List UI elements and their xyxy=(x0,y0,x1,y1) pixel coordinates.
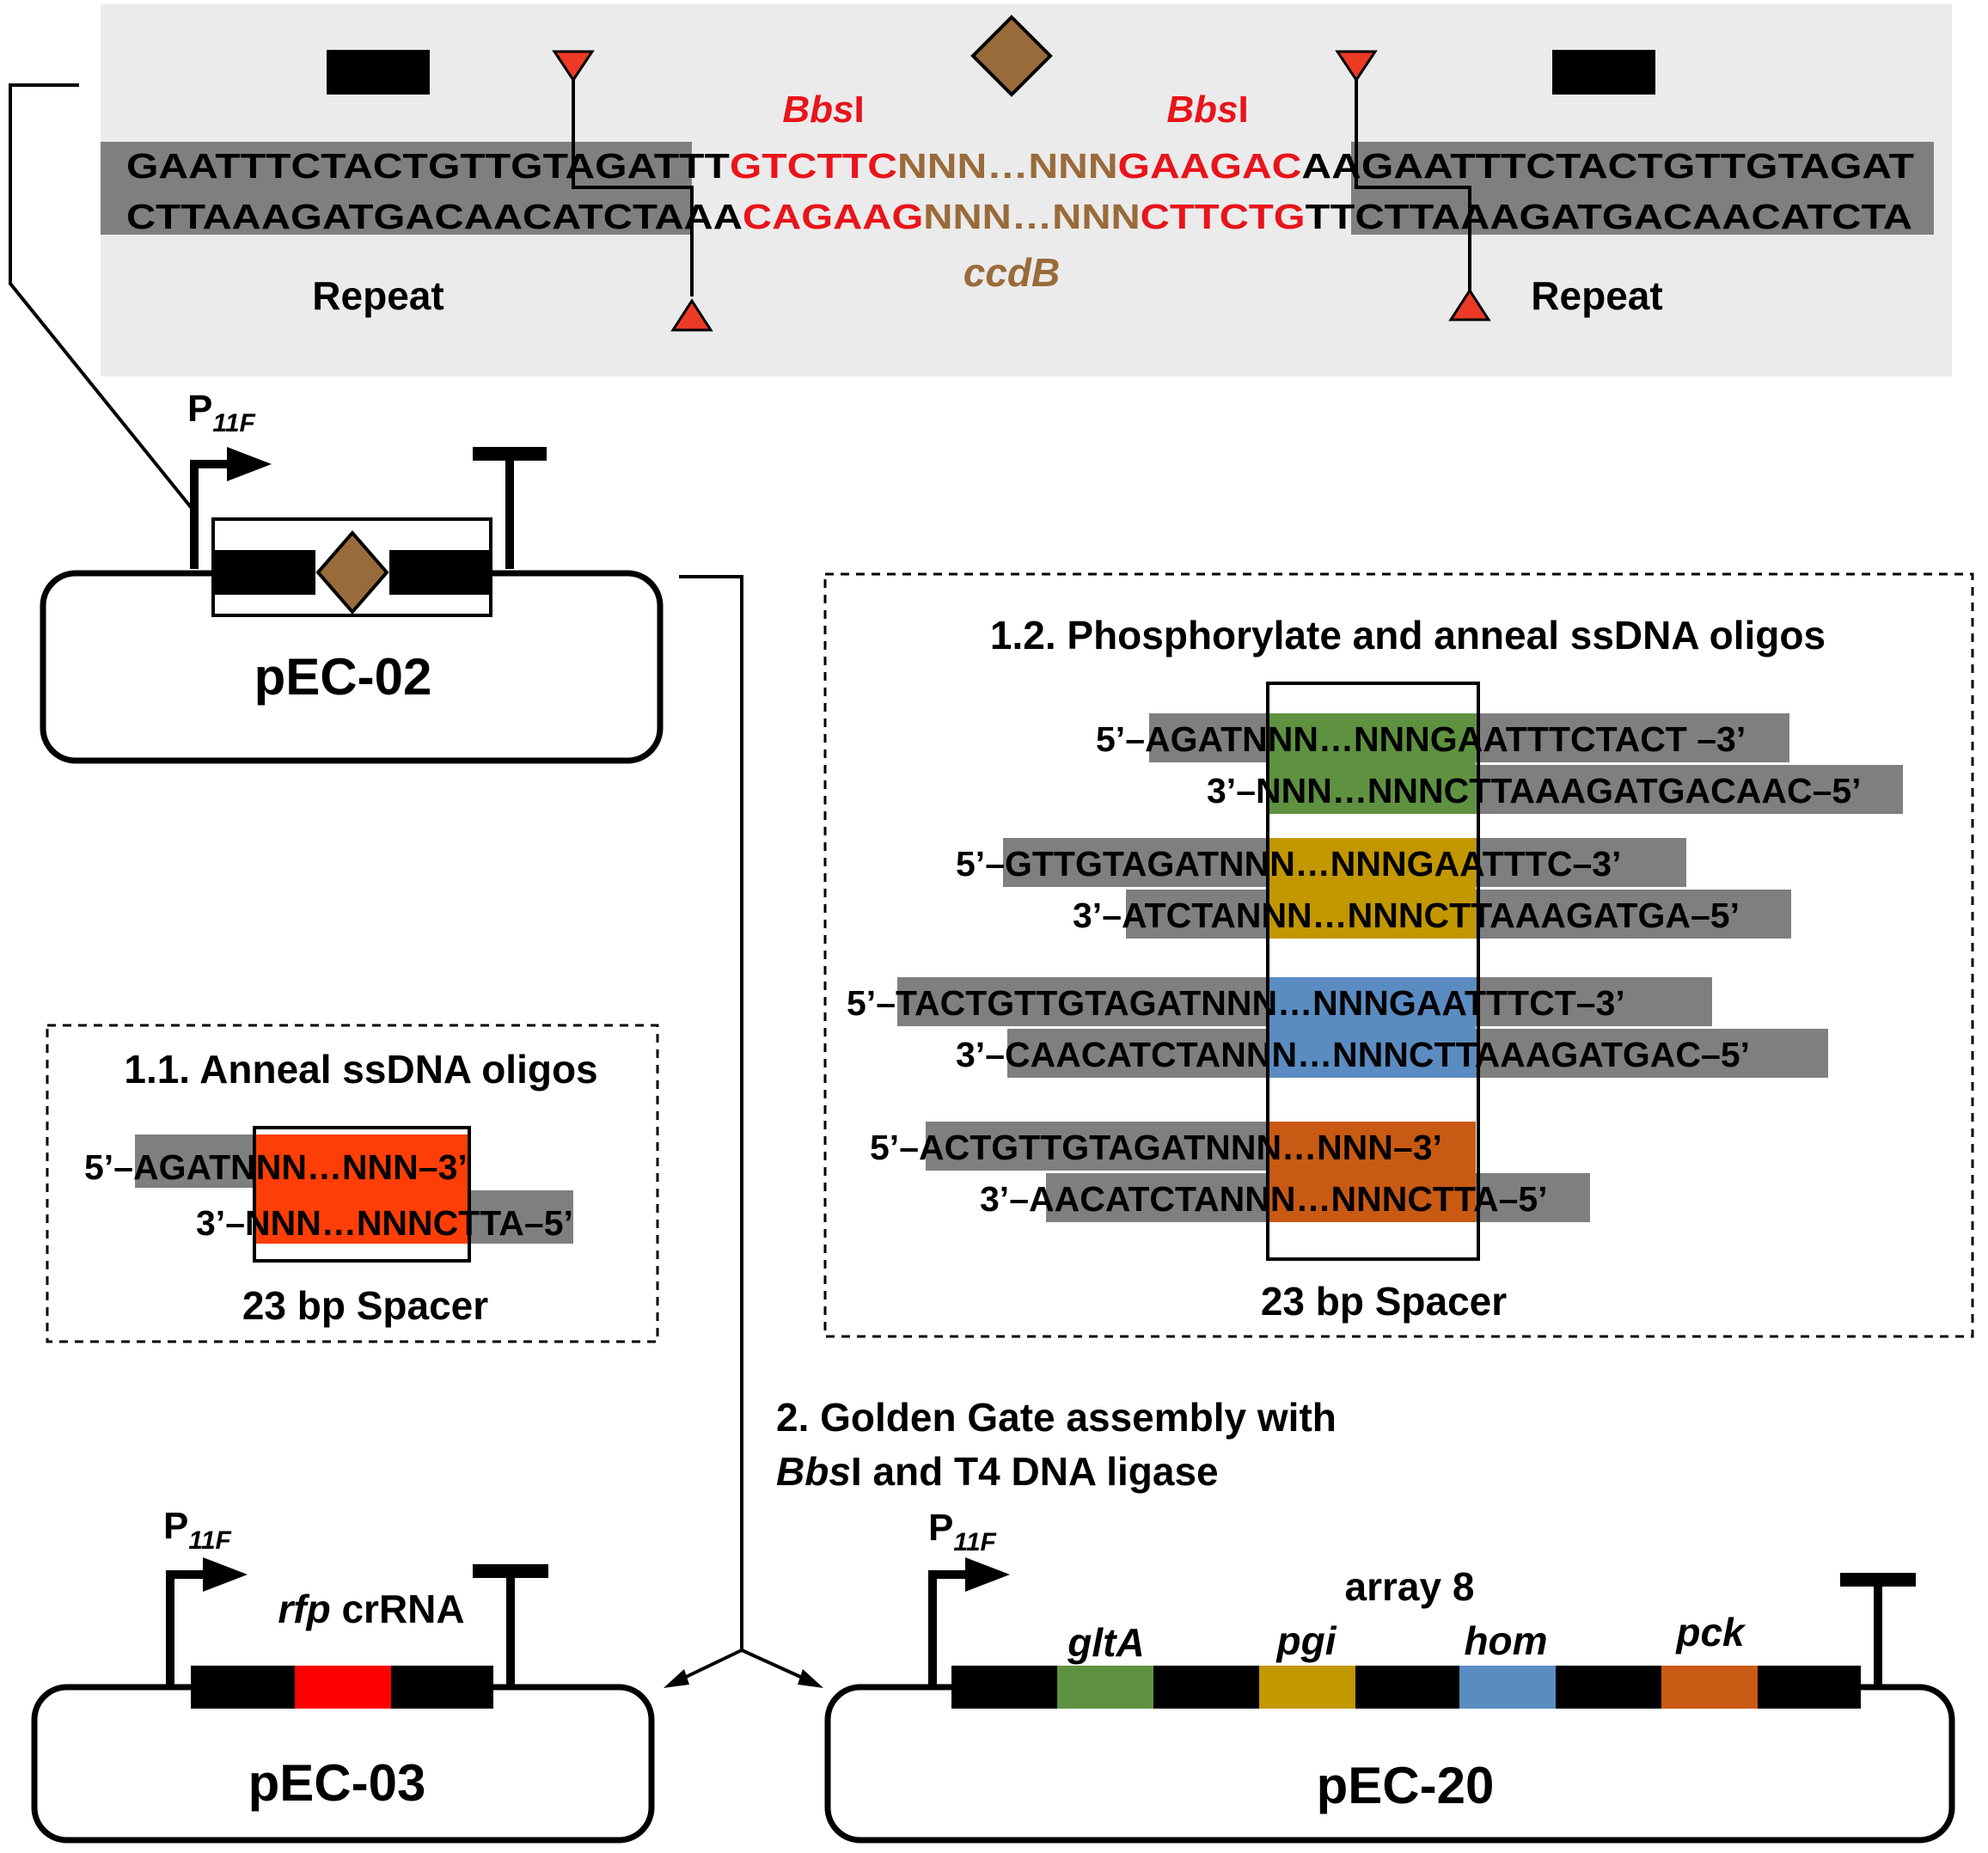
oligo-highlight xyxy=(1476,890,1791,939)
oligo-highlight xyxy=(1046,1173,1269,1222)
oligo-highlight xyxy=(1476,838,1686,887)
promoter-label: P11F xyxy=(163,1505,232,1555)
pair-2-top: 5’–GTTGTAGATNNN…NNNGAATTTC–3’ xyxy=(956,844,1621,884)
step-2-line-2: BbsI and T4 DNA ligase xyxy=(776,1449,1219,1494)
promoter-arrowhead-icon xyxy=(965,1557,1010,1592)
terminator-bar xyxy=(473,447,547,461)
promoter-label: P11F xyxy=(928,1507,997,1556)
arrowhead-icon xyxy=(664,1669,689,1688)
oligo-highlight xyxy=(468,1190,573,1244)
promoter-arrow-icon xyxy=(190,460,230,569)
dashed-frame xyxy=(46,1024,659,1343)
pair-1-bottom: 3’–NNN…NNNCTTAAAGATGACAAC–5’ xyxy=(1207,771,1862,810)
oligo-highlight xyxy=(135,1134,255,1188)
gene-label-pgi: pgi xyxy=(1275,1618,1337,1663)
pair-4-bottom: 3’–AACATCTANNN…NNNCTTA–5’ xyxy=(980,1179,1548,1219)
spacer-pck-fill xyxy=(1269,1122,1476,1222)
ccdb-diamond-icon xyxy=(315,529,389,615)
cut-triangle-icon xyxy=(670,298,713,332)
cut-triangle-icon xyxy=(552,50,595,83)
bbsi-label-left: BbsI xyxy=(782,89,864,131)
oligo-highlight xyxy=(1007,1029,1269,1078)
pair-3-bottom: 3’–CAACATCTANNN…NNNCTTAAAGATGAC–5’ xyxy=(956,1035,1750,1074)
gltA-spacer xyxy=(1057,1666,1153,1709)
cut-triangle-icon xyxy=(1335,50,1378,83)
plasmid-pec-02: P11F pEC-02 xyxy=(40,388,664,764)
rfp-spacer xyxy=(295,1666,391,1709)
oligo-highlight xyxy=(1476,713,1789,762)
gene-label-gltA: gltA xyxy=(1067,1620,1144,1665)
repeat-block xyxy=(389,550,490,595)
pair-1-top: 5’–AGATNNN…NNNGAATTTCTACT –3’ xyxy=(1096,719,1746,759)
cut-triangle-icon xyxy=(1448,288,1491,321)
arrowhead-icon xyxy=(798,1669,823,1688)
step-1-2-box: 1.2. Phosphorylate and anneal ssDNA olig… xyxy=(823,572,1974,1338)
step-2-line-1: 2. Golden Gate assembly with xyxy=(776,1395,1337,1440)
terminator-bar xyxy=(1840,1573,1916,1587)
cut-site-right xyxy=(1355,77,1471,297)
promoter-label: P11F xyxy=(187,388,256,437)
insert-label: rfp crRNA xyxy=(278,1587,464,1631)
pair-4-top: 5’–ACTGTTGTAGATNNN…NNN–3’ xyxy=(870,1128,1442,1167)
step-1-1-box: 1.1. Anneal ssDNA oligos 5’–AGATNNN…NNN–… xyxy=(46,1024,659,1343)
flow-connector-line xyxy=(679,575,743,1650)
spacer-box xyxy=(1266,682,1480,1261)
pair-3-top: 5’–TACTGTTGTAGATNNN…NNNGAATTTCT–3’ xyxy=(847,983,1625,1023)
flow-line-to-pec20 xyxy=(741,1648,809,1682)
oligo-highlight xyxy=(1476,1029,1828,1078)
spacer-hom-fill xyxy=(1269,977,1476,1078)
cut-site-left xyxy=(572,77,694,297)
bbsi-label-right: BbsI xyxy=(1166,89,1248,131)
terminator-bar xyxy=(473,1564,548,1578)
ccdb-label: ccdB xyxy=(963,250,1060,295)
dashed-frame xyxy=(823,572,1974,1338)
flow-line-to-pec03 xyxy=(678,1648,743,1682)
plasmid-name: pEC-02 xyxy=(254,648,432,706)
spacer-box xyxy=(253,1126,471,1263)
pair-2-bottom: 3’–ATCTANNN…NNNCTTAAAGATGA–5’ xyxy=(1073,896,1740,935)
step-title: 1.1. Anneal ssDNA oligos xyxy=(124,1047,597,1092)
promoter-arrow-icon xyxy=(166,1570,206,1686)
oligo-highlight xyxy=(1476,765,1903,814)
spacer-label: 23 bp Spacer xyxy=(242,1283,488,1328)
gene-label-pck: pck xyxy=(1674,1610,1746,1654)
spacer-gltA-fill xyxy=(1269,713,1476,814)
zoom-connector-line xyxy=(9,83,199,517)
oligo-highlight xyxy=(1003,838,1269,887)
promoter-arrowhead-icon xyxy=(203,1557,248,1592)
step-title: 1.2. Phosphorylate and anneal ssDNA olig… xyxy=(990,613,1826,657)
oligo-highlight xyxy=(926,1122,1269,1171)
spacer-pgi-fill xyxy=(1269,838,1476,939)
spacer-label: 23 bp Spacer xyxy=(1261,1279,1507,1324)
promoter-arrowhead-icon xyxy=(227,447,272,481)
oligo-highlight xyxy=(1149,713,1269,762)
ccdb-diamond-icon xyxy=(970,15,1053,97)
oligo-bottom: 3’–NNN…NNNCTTA–5’ xyxy=(196,1203,573,1243)
hom-spacer xyxy=(1459,1666,1556,1709)
oligo-highlight xyxy=(1476,1173,1590,1222)
pck-spacer xyxy=(1661,1666,1758,1709)
oligo-top: 5’–AGATNNN…NNN–3’ xyxy=(84,1147,468,1187)
spacer-fill xyxy=(254,1134,469,1244)
right-repeat-bar xyxy=(1552,50,1655,95)
promoter-arrow-icon xyxy=(928,1570,969,1686)
oligo-highlight xyxy=(1476,977,1712,1026)
plasmid-name: pEC-20 xyxy=(1317,1757,1495,1814)
array-label: array 8 xyxy=(1345,1564,1475,1609)
plasmid-pec-20: P11F array 8 gltA pgi hom pck pEC-20 xyxy=(824,1507,1955,1844)
oligo-highlight xyxy=(1126,890,1269,939)
repeat-label-left: Repeat xyxy=(312,273,443,318)
plasmid-pec-03: P11F rfp crRNA pEC-03 xyxy=(31,1505,655,1844)
repeat-label-right: Repeat xyxy=(1531,273,1662,318)
plasmid-name: pEC-03 xyxy=(248,1754,426,1812)
left-repeat-bar xyxy=(327,50,430,95)
oligo-highlight xyxy=(897,977,1269,1026)
gene-label-hom: hom xyxy=(1464,1618,1547,1663)
repeat-block xyxy=(215,550,315,595)
pgi-spacer xyxy=(1259,1666,1355,1709)
